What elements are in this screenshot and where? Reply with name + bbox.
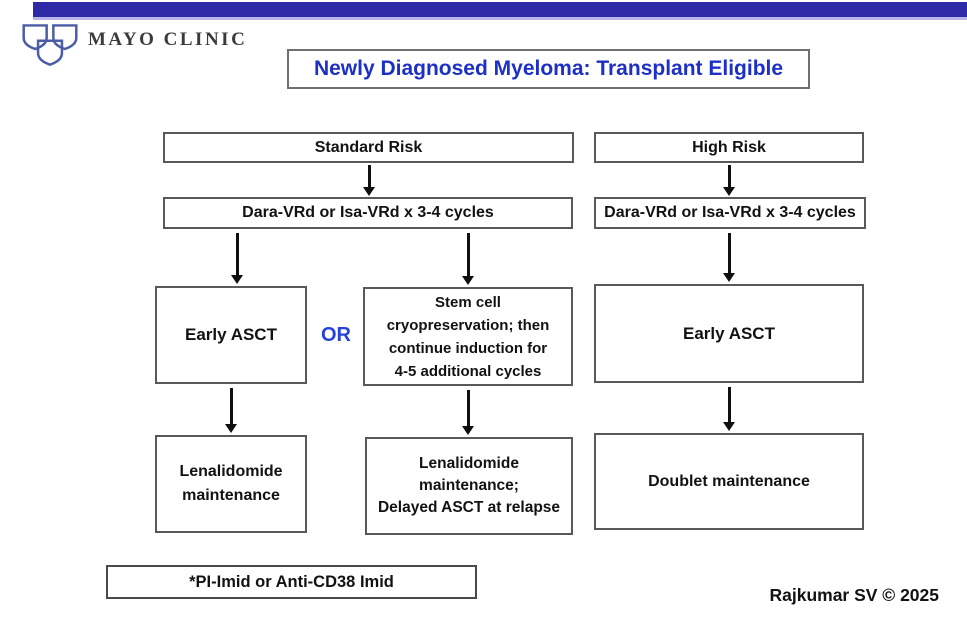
node-doublet-maintenance: Doublet maintenance <box>594 433 864 530</box>
node-induction-high: Dara-VRd or Isa-VRd x 3-4 cycles <box>594 197 866 229</box>
node-lenalidomide-maintenance: Lenalidomide maintenance <box>155 435 307 533</box>
mayo-shields-icon <box>22 24 78 66</box>
footnote-box: *PI-Imid or Anti-CD38 Imid <box>106 565 477 599</box>
arrow-down <box>462 233 474 285</box>
node-high-risk: High Risk <box>594 132 864 163</box>
arrow-down <box>723 165 735 196</box>
node-stem-cell-cryopreservation: Stem cell cryopreservation; then continu… <box>363 287 573 386</box>
arrow-down <box>231 233 243 284</box>
or-label: OR <box>321 323 351 346</box>
logo-text: MAYO CLINIC <box>88 29 248 50</box>
node-lenalidomide-maintenance-delayed-asct: Lenalidomide maintenance; Delayed ASCT a… <box>365 437 573 535</box>
arrow-down <box>462 390 474 435</box>
node-induction-standard: Dara-VRd or Isa-VRd x 3-4 cycles <box>163 197 573 229</box>
node-standard-risk: Standard Risk <box>163 132 574 163</box>
slide-title: Newly Diagnosed Myeloma: Transplant Elig… <box>313 57 784 80</box>
top-accent-bar <box>33 2 967 20</box>
arrow-down <box>225 388 237 433</box>
node-early-asct-standard: Early ASCT <box>155 286 307 384</box>
arrow-down <box>363 165 375 196</box>
mayo-clinic-logo: MAYO CLINIC <box>22 24 247 68</box>
arrow-down <box>723 387 735 431</box>
slide-title-box: Newly Diagnosed Myeloma: Transplant Elig… <box>287 49 810 89</box>
arrow-down <box>723 233 735 282</box>
node-early-asct-high: Early ASCT <box>594 284 864 383</box>
credit-text: Rajkumar SV © 2025 <box>769 585 939 605</box>
